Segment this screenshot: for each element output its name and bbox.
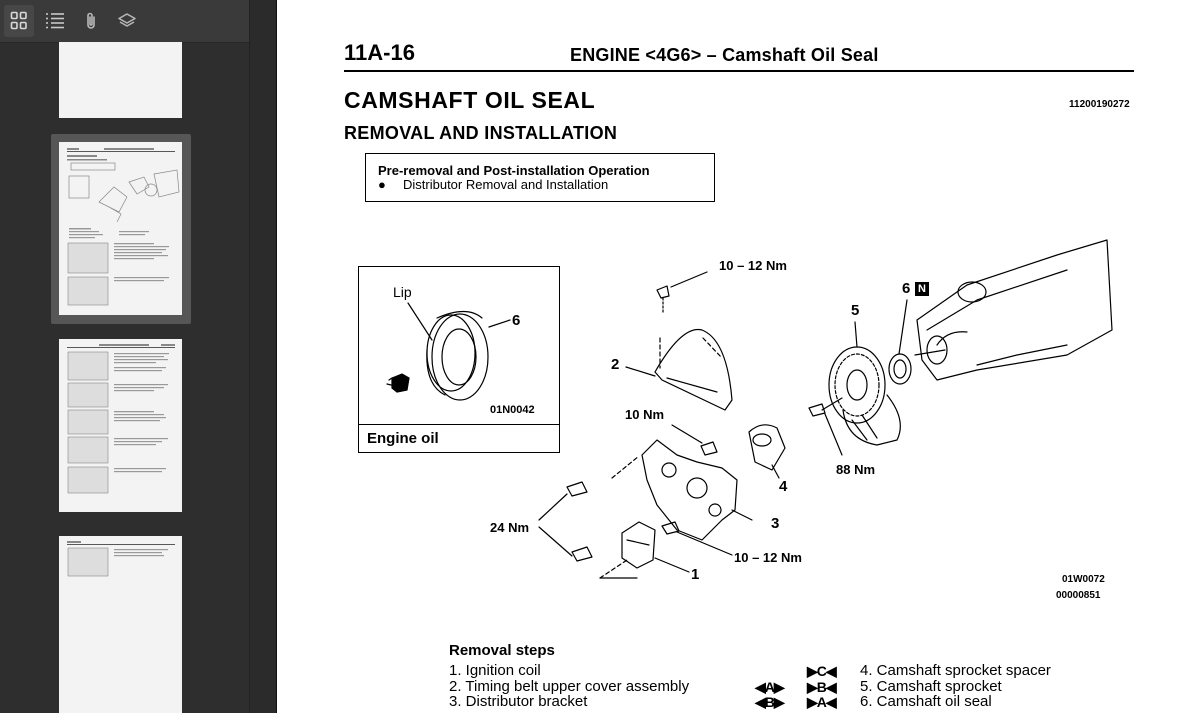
lip-label: Lip xyxy=(393,284,412,300)
part-callout-2: 2 xyxy=(611,356,620,373)
document-code: 11200190272 xyxy=(1069,99,1130,110)
header-divider xyxy=(344,70,1134,72)
figure-code: 01W0072 xyxy=(1062,574,1105,585)
removal-step: 2. Timing belt upper cover assembly xyxy=(449,678,690,695)
thumbnail-preview xyxy=(67,148,180,306)
page-thumbnail-17[interactable] xyxy=(51,333,191,518)
document-page: 11A-16 ENGINE <4G6> – Camshaft Oil Seal … xyxy=(276,0,1182,713)
pre-removal-box: Pre-removal and Post-installation Operat… xyxy=(365,153,715,202)
procedure-mark: ▶B◀ xyxy=(807,679,837,695)
part-callout-1: 1 xyxy=(691,566,700,583)
torque-callout: 10 – 12 Nm xyxy=(734,550,802,565)
removal-step: 3. Distributor bracket xyxy=(449,693,588,710)
part-callout-5: 5 xyxy=(851,302,860,319)
attachments-view-button[interactable] xyxy=(76,5,106,37)
removal-step: 6. Camshaft oil seal xyxy=(860,693,992,710)
page-thumbnail-15[interactable] xyxy=(51,42,191,122)
removal-step: 4. Camshaft sprocket spacer xyxy=(860,662,1051,679)
procedure-mark: ◀A▶ xyxy=(755,679,785,695)
oil-seal-inset-drawing xyxy=(386,302,511,401)
bullet: ● xyxy=(378,177,386,192)
procedure-mark: ▶C◀ xyxy=(807,663,837,679)
thumbnail-grid-icon xyxy=(10,11,27,30)
torque-callout: 24 Nm xyxy=(490,520,530,535)
thumbnails-view-button[interactable] xyxy=(4,5,34,37)
inset-divider xyxy=(359,424,559,425)
outline-list-icon xyxy=(46,13,64,29)
pre-removal-title: Pre-removal and Post-installation Operat… xyxy=(378,163,650,178)
layers-view-button[interactable] xyxy=(112,5,142,37)
procedure-mark: ◀B▶ xyxy=(755,694,785,710)
thumbnail-list[interactable] xyxy=(0,42,249,713)
section-subheading: REMOVAL AND INSTALLATION xyxy=(344,123,618,143)
layers-icon xyxy=(118,13,136,27)
inset-code: 01N0042 xyxy=(490,404,535,416)
outline-view-button[interactable] xyxy=(40,5,70,37)
section-heading: CAMSHAFT OIL SEAL xyxy=(344,87,596,113)
thumbnail-preview xyxy=(67,344,175,494)
removal-step: 5. Camshaft sprocket xyxy=(860,678,1002,695)
exploded-view-diagram xyxy=(386,239,1113,579)
torque-callout: 88 Nm xyxy=(836,462,876,477)
part-callout-4: 4 xyxy=(779,478,788,495)
torque-callout: 10 – 12 Nm xyxy=(719,258,787,273)
removal-step: 1. Ignition coil xyxy=(449,662,541,679)
part-callout-6: 6 xyxy=(902,280,911,297)
paperclip-icon xyxy=(87,12,95,29)
part-callout-3: 3 xyxy=(771,515,780,532)
removal-steps-title: Removal steps xyxy=(449,642,555,659)
torque-callout: 10 Nm xyxy=(625,407,665,422)
page-header-title: ENGINE <4G6> – Camshaft Oil Seal xyxy=(570,45,879,65)
engine-oil-label: Engine oil xyxy=(367,430,439,447)
thumbnail-preview xyxy=(67,541,175,577)
page-number: 11A-16 xyxy=(344,40,415,65)
pre-removal-item: Distributor Removal and Installation xyxy=(403,177,609,192)
new-part-badge: N xyxy=(915,282,929,296)
figure-code: 00000851 xyxy=(1056,590,1101,601)
inset-part-label: 6 xyxy=(512,312,521,329)
page-thumbnail-16[interactable] xyxy=(51,134,191,324)
oil-seal-detail-box: Lip 6 01N0042 Engine oil xyxy=(358,266,560,453)
sidebar xyxy=(0,0,249,713)
sidebar-toolbar xyxy=(0,0,249,43)
sidebar-resizer[interactable] xyxy=(249,0,277,713)
procedure-mark: ▶A◀ xyxy=(807,694,837,710)
page-thumbnail-18[interactable] xyxy=(51,530,191,713)
